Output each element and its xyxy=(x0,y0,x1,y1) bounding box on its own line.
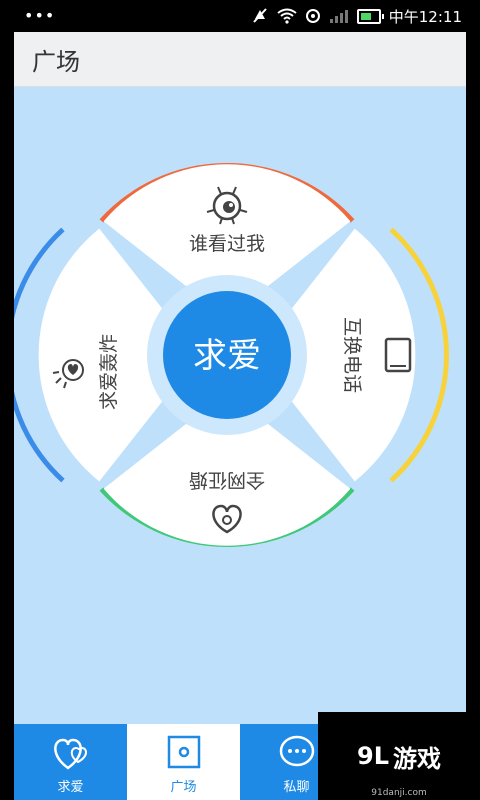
wifi-icon xyxy=(277,8,297,24)
segment-who-viewed[interactable] xyxy=(103,164,351,287)
segment-exchange-phone[interactable] xyxy=(289,228,416,482)
watermark-logo: 9L 游戏 91danji.com xyxy=(318,712,480,800)
status-bar: ••• 中午12:11 xyxy=(0,0,480,32)
tab-qiuai[interactable]: 求爱 xyxy=(14,724,127,800)
hearts-icon xyxy=(54,738,87,770)
lotus-heart-icon xyxy=(212,504,242,534)
tab-label-guangchang: 广场 xyxy=(170,780,197,795)
watermark-url: 91danji.com xyxy=(371,788,427,798)
segment-label-exchange-phone: 互换电话 xyxy=(341,317,363,393)
watermark-brand: 游戏 xyxy=(393,744,441,773)
arc-right xyxy=(389,227,449,483)
arc-left xyxy=(14,227,65,483)
heart-burst-icon xyxy=(52,359,84,389)
tablet-icon xyxy=(384,337,412,373)
battery-icon xyxy=(356,8,384,24)
feature-wheel: 求爱 谁看过我 互换电话 全网征婚 xyxy=(14,163,449,547)
tab-guangchang[interactable]: 广场 xyxy=(127,724,240,800)
status-time: 中午12:11 xyxy=(388,7,462,26)
eye-bot-icon xyxy=(206,186,248,225)
center-button[interactable] xyxy=(163,291,291,419)
signal-icon xyxy=(329,10,348,23)
watermark-91: 9L xyxy=(357,742,389,770)
alarm-icon xyxy=(305,9,320,23)
tab-label-siliao: 私聊 xyxy=(283,780,310,795)
tab-siliao[interactable]: 私聊 xyxy=(240,724,353,800)
segment-label-marriage: 全网征婚 xyxy=(189,469,265,491)
chat-icon xyxy=(279,735,315,767)
mute-icon xyxy=(253,8,267,23)
segment-label-love-bomb: 求爱轰炸 xyxy=(98,334,120,410)
tab-label-qiuai: 求爱 xyxy=(57,780,84,795)
status-dots: ••• xyxy=(24,6,56,25)
segment-love-bomb[interactable] xyxy=(38,228,165,482)
square-icon xyxy=(167,735,201,769)
header: 广场 xyxy=(14,32,466,87)
page-title: 广场 xyxy=(32,48,80,76)
center-label: 求爱 xyxy=(193,336,261,376)
segment-label-who-viewed: 谁看过我 xyxy=(189,233,265,255)
segment-marriage[interactable] xyxy=(103,423,351,546)
app-screen: 广场 求爱 谁看过我 互换电话 xyxy=(14,32,466,800)
